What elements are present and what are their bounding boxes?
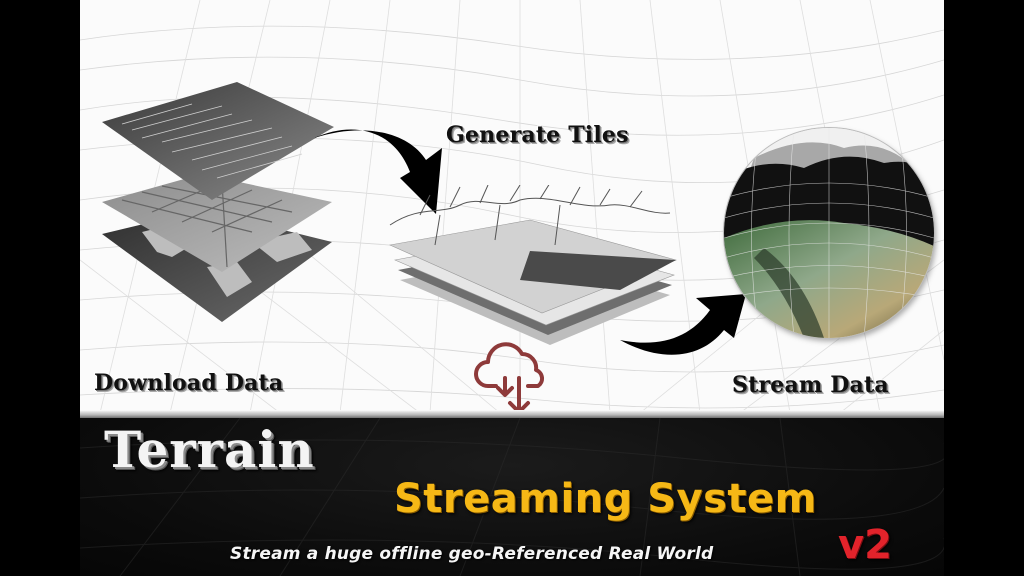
diagram-panel: Generate Tiles Download Data Stream Data: [80, 0, 944, 413]
title-terrain: Terrain: [104, 420, 315, 479]
title-streaming-system: Streaming System: [394, 476, 817, 522]
dark-wireframe-background: [80, 418, 944, 576]
stacked-map-layers-icon: [102, 82, 334, 322]
cloud-download-icon: [474, 342, 544, 413]
terrain-tile-stack-icon: [388, 185, 677, 345]
title-banner: [80, 418, 944, 576]
terrain-globe-icon: [724, 128, 934, 338]
divider: [80, 410, 944, 418]
curved-arrow-right-up-icon: [620, 294, 746, 355]
step-label-generate-tiles: Generate Tiles: [446, 122, 629, 148]
subtitle: Stream a huge offline geo-Referenced Rea…: [230, 544, 714, 564]
version-badge: v2: [838, 522, 892, 568]
curved-arrow-right-down-icon: [314, 129, 442, 214]
thumbnail-frame: Generate Tiles Download Data Stream Data…: [80, 0, 944, 576]
step-label-download-data: Download Data: [94, 370, 284, 396]
step-label-stream-data: Stream Data: [732, 372, 889, 398]
